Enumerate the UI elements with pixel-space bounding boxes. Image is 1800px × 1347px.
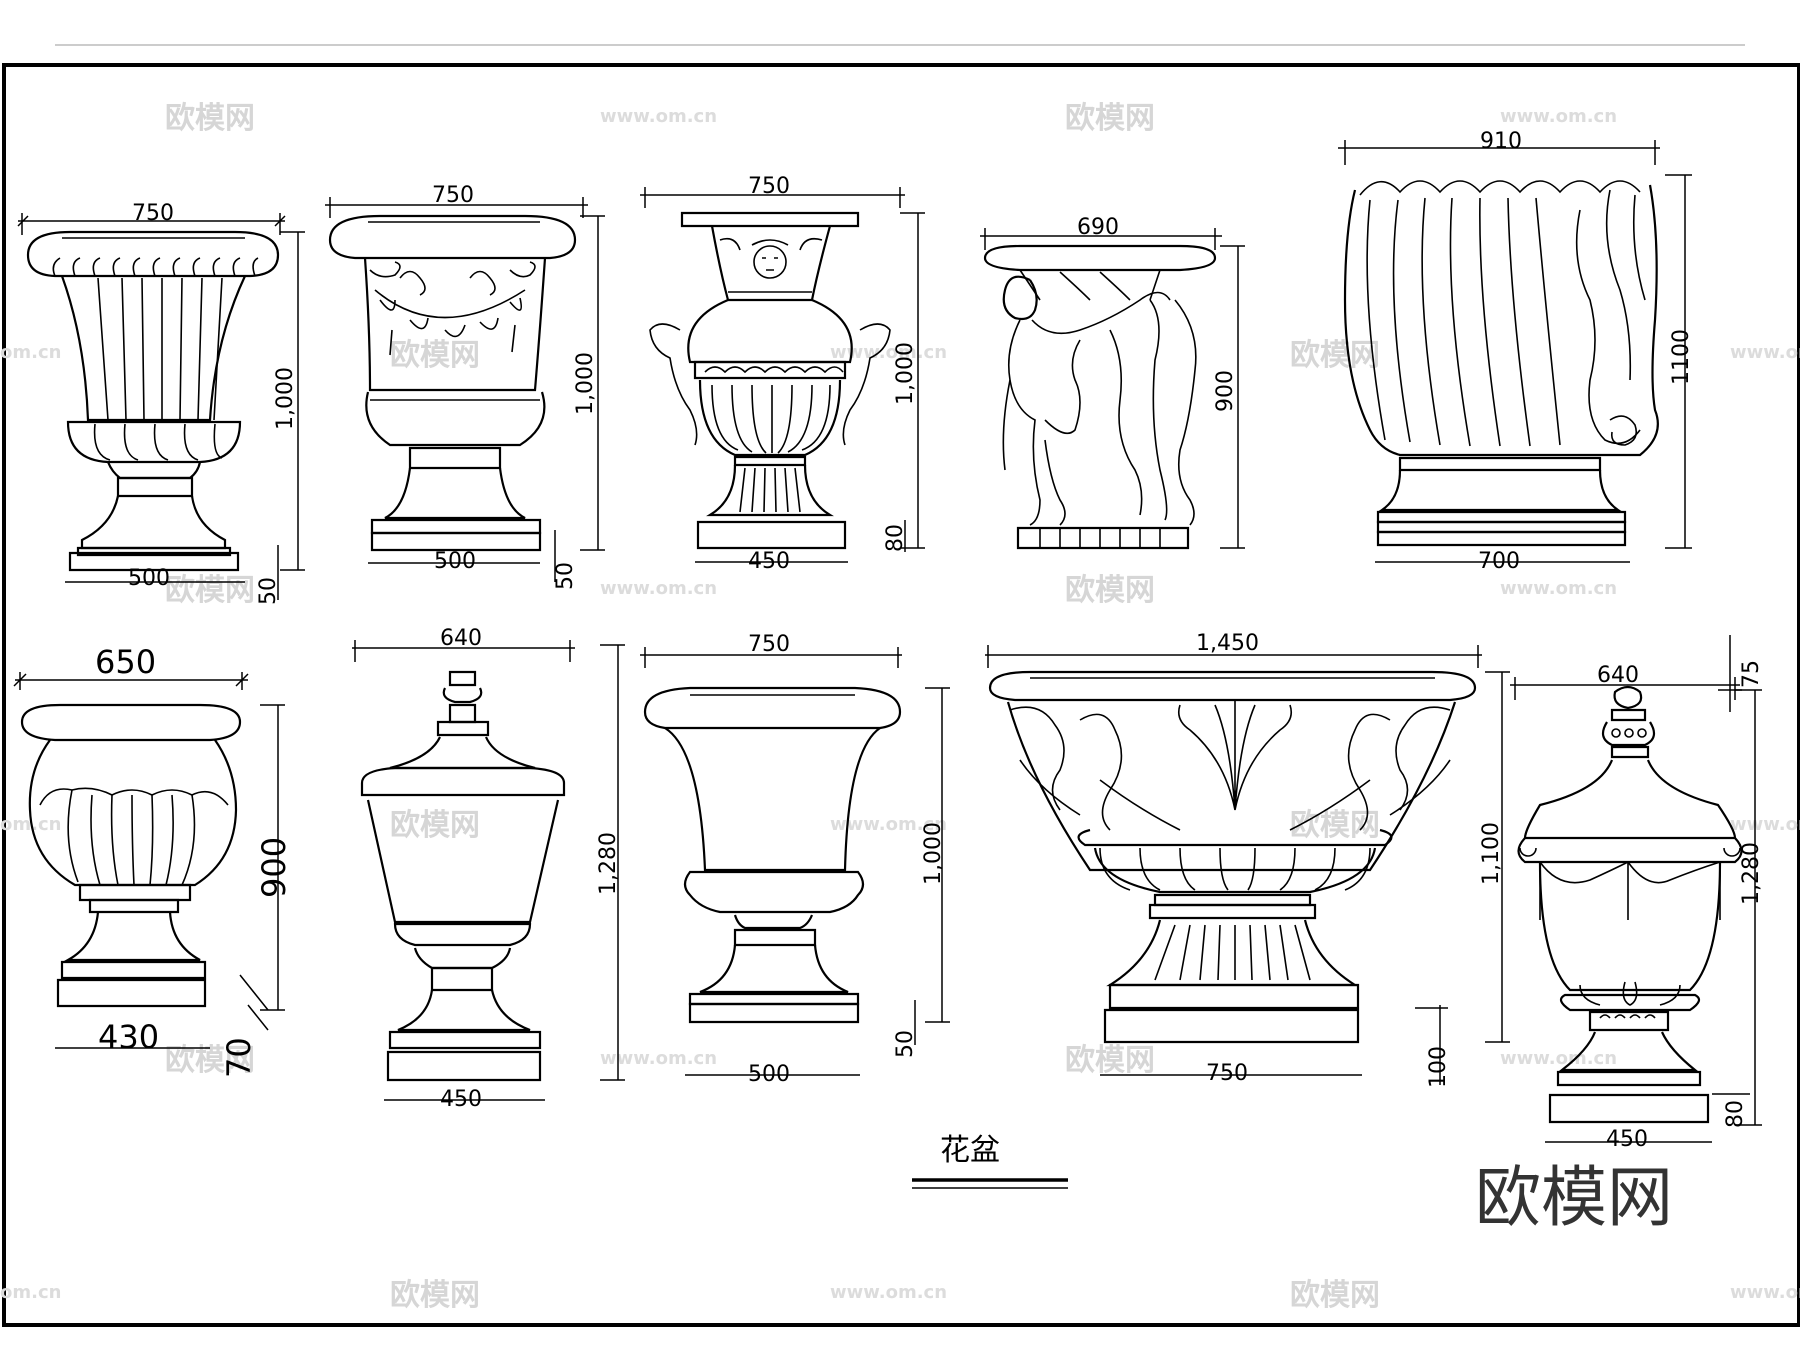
base-width-label: 430 [98,1018,159,1056]
vase-1-dimensions: 750 1,000 500 50 [17,201,305,605]
base-width-label: 750 [1206,1061,1248,1086]
height-label: 1,280 [596,832,621,895]
drawing-title-block: 花盆 [912,1133,1068,1189]
drawing-frame [2,44,1800,1327]
width-label: 750 [432,183,474,208]
base-height-label: 80 [883,524,908,552]
height-label: 1,280 [1739,842,1764,905]
base-height-label: 50 [893,1030,918,1058]
watermark: 欧模网 [390,808,480,843]
height-label: 900 [1213,370,1238,412]
base-width-label: 700 [1478,549,1520,574]
base-height-label: 50 [553,562,578,590]
vase-5: 910 1100 700 [1338,129,1694,574]
watermark-url: www.om.cn [830,342,947,363]
watermark-url: www.om.cn [1730,342,1800,363]
vase-5-drawing [1343,180,1659,547]
base-width-label: 500 [434,549,476,574]
height-label: 1100 [1669,329,1694,385]
watermark: 欧模网 [1290,338,1380,373]
width-label: 640 [440,626,482,651]
watermark-url: www.om.cn [600,578,717,599]
vase-10-dimensions: 640 1,280 75 450 80 [1510,635,1764,1152]
width-label: 750 [132,201,174,226]
vase-2-drawing [328,214,577,552]
watermark: 欧模网 [390,1278,480,1313]
base-height-label: 100 [1426,1046,1451,1088]
watermark-url: om.cn [0,1282,61,1303]
height-label: 1,000 [893,342,918,405]
height-label: 1,100 [1479,822,1504,885]
vase-6-dimensions: 650 900 430 70 [13,643,293,1078]
vase-7-drawing [360,670,566,1082]
vase-1-drawing [26,230,280,572]
vase-10: 640 1,280 75 450 80 [1510,635,1764,1152]
vase-3-dimensions: 750 1,000 450 80 [640,174,925,574]
width-label: 750 [748,174,790,199]
base-width-label: 500 [128,566,170,591]
height-label: 900 [255,837,293,898]
watermark-url: www.om.cn [830,1282,947,1303]
top-height-label: 75 [1739,660,1764,688]
width-label: 690 [1077,215,1119,240]
watermark: 欧模网 [1290,1278,1380,1313]
base-height-label: 50 [256,577,281,605]
base-width-label: 450 [440,1087,482,1112]
watermark-url: www.om.cn [1500,1048,1617,1069]
watermark-url: www.om.cn [600,1048,717,1069]
base-height-label: 80 [1723,1100,1748,1128]
vase-4: 690 900 [980,215,1245,550]
watermark: 欧模网 [1290,808,1380,843]
watermark-url: www.om.cn [830,814,947,835]
vase-1: 750 1,000 500 50 [17,201,305,605]
watermark: 欧模网 [165,1043,255,1078]
vase-5-dimensions: 910 1100 700 [1338,129,1694,574]
watermark: 欧模网 [1065,573,1155,608]
vase-7-dimensions: 640 1,280 450 [352,626,625,1112]
width-label: 750 [748,632,790,657]
height-label: 1,000 [573,352,598,415]
width-label: 910 [1480,129,1522,154]
vase-6: 650 900 430 70 [13,643,293,1078]
vase-9-dimensions: 1,450 1,100 750 100 [985,631,1510,1088]
watermark-url: www.om.cn [1730,1282,1800,1303]
watermark-url: www.om.cn [1500,578,1617,599]
vase-3-drawing [649,211,891,550]
watermark: 欧模网 [1065,1043,1155,1078]
watermark: 欧模网 [1065,101,1155,136]
drawing-title: 花盆 [940,1133,1000,1168]
watermark-url: www.om.cn [600,106,717,127]
vase-7: 640 1,280 450 [352,626,625,1112]
watermark: 欧模网 [165,573,255,608]
watermark-layer: 欧模网 www.om.cn 欧模网 www.om.cn om.cn 欧模网 ww… [0,101,1800,1313]
watermark-url: www.om.cn [1500,106,1617,127]
brand-watermark: 欧模网 [1475,1159,1673,1236]
vase-8: 750 1,000 500 50 [640,632,950,1087]
base-width-label: 500 [748,1062,790,1087]
width-label: 640 [1597,663,1639,688]
width-label: 650 [95,643,156,681]
watermark: 欧模网 [165,101,255,136]
base-height-label: 70 [220,1037,258,1078]
watermark-url: www.om.cn [1730,814,1800,835]
vase-2-dimensions: 750 1,000 500 50 [325,183,605,590]
vase-10-drawing [1517,685,1743,1124]
base-width-label: 450 [748,549,790,574]
vase-9-drawing [988,670,1477,1044]
watermark-url: om.cn [0,342,61,363]
vase-6-drawing [20,703,242,1008]
vase-4-drawing [983,244,1217,550]
height-label: 1,000 [273,367,298,430]
vase-9: 1,450 1,100 750 100 [985,631,1510,1088]
vase-4-dimensions: 690 900 [980,215,1245,549]
base-width-label: 450 [1606,1127,1648,1152]
vase-3: 750 1,000 450 80 [640,174,925,574]
height-label: 1,000 [921,822,946,885]
vase-8-drawing [643,686,902,1024]
watermark: 欧模网 [390,338,480,373]
vase-2: 750 1,000 500 50 [325,183,605,590]
vase-8-dimensions: 750 1,000 500 50 [640,632,950,1087]
width-label: 1,450 [1196,631,1259,656]
